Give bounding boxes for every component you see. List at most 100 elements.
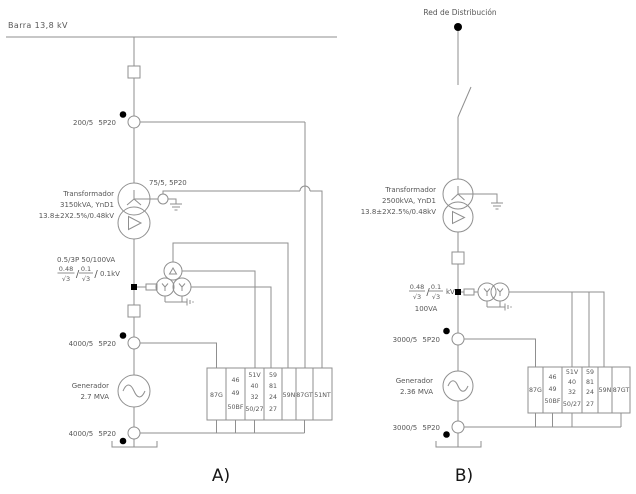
wye-icon [451,186,465,201]
relay-cell-label: 24 [269,394,277,401]
transformer-label-3: 13.8±2X2.5%/0.48kV [39,212,114,220]
vt-ground-wire [164,296,187,303]
relay-cell-label: 32 [250,394,258,401]
generator-label-1: Generador [72,382,109,390]
generator-label-1: Generador [396,377,433,385]
wire-hop [299,185,311,192]
relay-cell-label: 49 [548,386,556,393]
transformer-label-2: 3150kVA, YnD1 [60,201,114,209]
ct-icon [127,115,141,129]
vt-secondary-wire [509,291,605,367]
breaker-icon [127,304,141,318]
ct-gen-top-wire [464,338,536,367]
ct-icon [127,336,141,350]
ct-polarity-dot [119,437,127,445]
sine-icon [122,384,146,398]
vt-winding-top-icon [163,261,183,281]
vt-frac1-den: √3 [62,275,70,283]
transformer-label-3: 13.8±2X2.5%/0.48kV [361,208,436,216]
ct-polarity-dot [119,111,127,118]
vt-tail-label: 0.1kV [100,270,120,278]
relay-cell-label: 59N [599,387,612,394]
generator-label-2: 2.7 MVA [80,393,109,401]
ground-icon [170,203,182,211]
vt-frac2-den: √3 [432,293,440,301]
diagram-b: Red de Distribución Transformador 2500kV… [361,8,631,486]
transformer-label-1: Transformador [384,186,436,194]
relay-cell-label: 27 [269,406,277,413]
ct-gen-bottom-label: 3000/5 5P20 [393,424,440,432]
source-label: Red de Distribución [423,8,497,17]
relay-cell-dividers [225,368,314,420]
vt-secondary-drop-1 [182,270,256,368]
vt-sep1: / [426,287,430,298]
relay-cell-label: 87G [529,387,542,394]
diagram-a: Barra 13,8 kV 200/5 5P20 Transformador 3… [6,21,337,486]
relay-cell-label: 40 [568,379,576,386]
relay-cell-label: 50BF [545,398,561,405]
ground-icon [186,298,194,306]
neutral-ct-drop [310,190,323,368]
ct-gen-top-label: 3000/5 5P20 [393,336,440,344]
ground-icon [504,303,512,311]
junction-dot [455,289,461,295]
relay-box [206,367,333,421]
relay-cell-label: 46 [231,377,239,384]
vt-va-label: 100VA [415,305,438,313]
ct-polarity-dot [443,431,450,438]
relay-cell-label: 59 [269,372,277,379]
ct-icon [451,332,465,346]
sine-icon [447,380,469,392]
ground-icon [491,202,503,210]
relay-cell-label: 59N [283,392,296,399]
ct-icon [451,420,465,434]
transformer-secondary-icon [117,206,151,240]
vt-frac2-num: 0.1 [431,283,441,291]
neutral-ct-icon [157,193,169,205]
relay-box [527,366,631,414]
relay-cell-label: 50/27 [245,406,263,413]
breaker-icon [451,251,465,265]
switch-icon [457,86,472,118]
relay-cell-label: 51V [248,372,261,379]
vt-secondary-drop-2 [191,286,272,368]
relay-cell-label: 51NT [314,392,331,399]
vt-unit-label: kV [446,288,455,296]
relay-cell-label: 51V [566,369,579,376]
fuse-icon [463,288,475,296]
relay-cell-label: 81 [269,383,277,390]
vt-wye-icon [496,288,504,296]
neutral-ground-wire [458,193,498,203]
vt-wye-icon [178,283,186,291]
neutral-ct-wire [162,190,300,194]
transformer-secondary-icon [442,201,474,233]
relay-cell-label: 87GT [613,387,630,394]
relay-cell-label: 32 [568,389,576,396]
transformer-label-1: Transformador [62,190,114,198]
cable-bracket [111,441,158,448]
vt-sep1: / [76,269,80,280]
vt-frac2-den: √3 [82,275,90,283]
cable-bracket [435,441,482,448]
ct-gen-top-label: 4000/5 5P20 [69,340,116,348]
bus-label: Barra 13,8 kV [8,21,68,30]
fuse-icon [145,283,158,291]
vt-sep2: / [94,269,98,280]
source-dot [454,23,462,31]
vt-delta-icon [168,267,178,275]
ct-gen-top-wire [140,342,217,368]
vt-frac1-num: 0.48 [59,265,73,273]
junction-dot [131,284,137,290]
relay-cell-label: 50/27 [563,401,581,408]
relay-cell-label: 40 [250,383,258,390]
vt-open-delta-drop [172,242,289,368]
wye-icon [126,190,142,206]
relay-cell-label: 24 [586,389,594,396]
vt-class-label: 0.5/3P 50/100VA [57,256,115,264]
caption-b: B) [455,466,473,486]
relay-cell-label: 49 [231,390,239,397]
ct-icon [127,426,141,440]
ct-polarity-dot [443,327,450,335]
vt-frac1-num: 0.48 [410,283,424,291]
